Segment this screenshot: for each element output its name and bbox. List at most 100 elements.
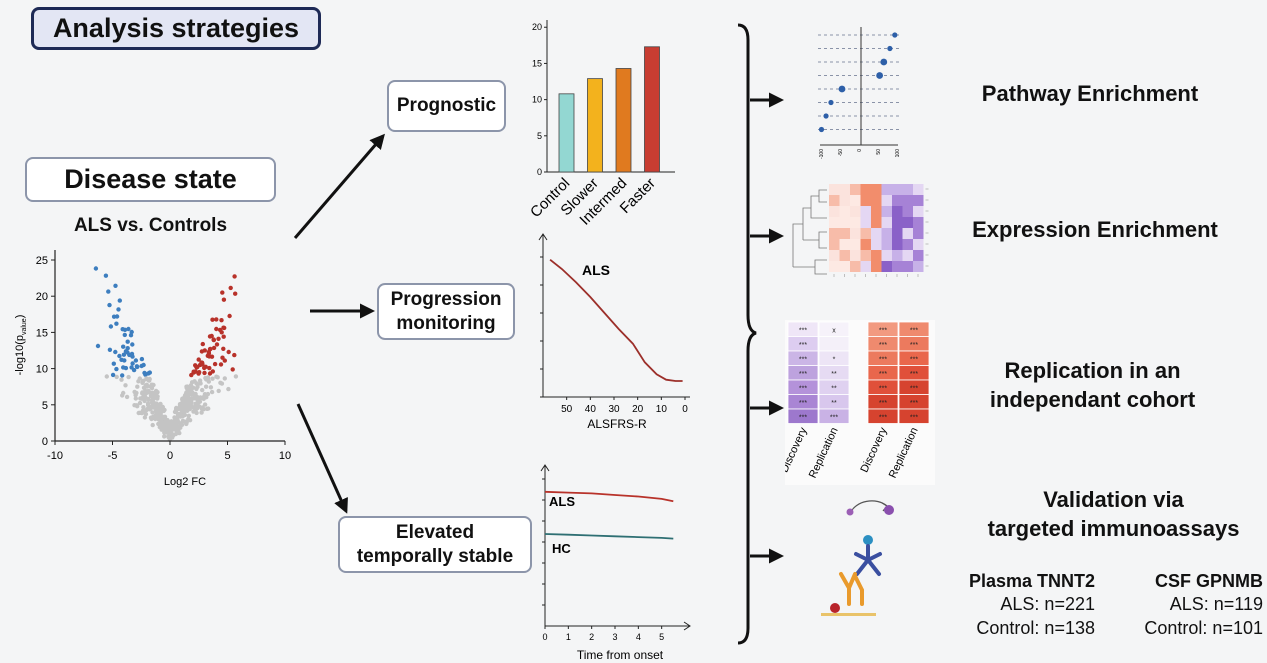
bar-y-tick-1: 5 [537,131,542,141]
prog-x-tick-0: 50 [561,404,573,415]
assay-gpnmb-name: CSF GPNMB [1155,571,1263,591]
replication-title: Replication in an independant cohort [955,357,1230,414]
forest-rows [818,32,900,133]
repl-cell-2-0: *** [799,356,807,363]
replication-table-icon: ***x************************************… [785,320,935,485]
plate-surface [821,613,876,616]
stable-hc-label: HC [552,541,571,556]
volcano-y-label: -log10(pvalue) [14,315,28,376]
repl-cell-2-3: *** [910,356,918,363]
forest-point-6 [823,113,829,119]
forest-point-5 [828,99,834,106]
prog-x-tick-3: 20 [632,404,644,415]
assay-tnnt2-name: Plasma TNNT2 [968,571,1095,591]
stable-x-tick-1: 1 [566,632,571,642]
repl-cell-4-3: *** [910,385,918,392]
stable-series-als [544,490,674,503]
bar-y-tick-4: 20 [532,22,542,32]
repl-cell-3-0: *** [799,371,807,378]
repl-cell-4-2: *** [879,385,887,392]
repl-cell-0-0: *** [799,327,807,334]
expression-title: Expression Enrichment [972,217,1218,242]
stable-als-label: ALS [549,494,575,509]
bar-y-tick-0: 0 [537,167,542,177]
disease-subtitle: ALS vs. Controls [73,215,228,236]
forest-point-0 [892,32,898,38]
label-dot [863,535,873,545]
progression-line-chart: 50 40 30 20 10 0 ALS ALSFRS-R [538,233,690,431]
repl-cell-1-3: *** [910,342,918,349]
stable-series-hc [544,533,674,540]
prognostic-box: Prognostic [387,80,506,132]
repl-cell-3-1: ** [831,371,837,378]
repl-cell-1-2: *** [879,342,887,349]
repl-cell-6-1: *** [830,414,838,421]
prog-x-tick-5: 0 [682,404,688,415]
prog-x-tick-4: 10 [656,404,668,415]
bar-control [558,93,575,173]
replication-title-line2: independant cohort [989,386,1196,412]
elevated-box: Elevated temporally stable [338,516,532,573]
prog-series-als [549,258,683,382]
validation-title-line1: Validation via [1043,487,1184,512]
volcano-y-tick-0: 0 [42,436,48,448]
prog-x-label: ALSFRS-R [587,417,647,431]
pathway-title: Pathway Enrichment [981,81,1199,106]
repl-cell-4-1: ** [831,385,837,392]
bar-y-tick-2: 10 [532,95,542,105]
forest-point-7 [818,126,825,133]
validation-title-line2: targeted immunoassays [987,515,1240,541]
bar-intermed [615,68,632,173]
bar-slower [587,78,603,173]
volcano-y-tick-1: 5 [42,400,48,412]
repl-cell-3-3: *** [910,371,918,378]
stable-x-tick-3: 3 [612,632,617,642]
repl-cell-0-1: x [832,327,836,334]
prog-x-tick-1: 40 [585,404,597,415]
repl-cell-5-1: ** [831,400,837,407]
elevated-line1: Elevated [395,521,475,543]
volcano-x-tick-2: 0 [167,450,173,462]
forest-x-tick-0: -100 [819,149,825,159]
repl-cell-1-0: *** [799,342,807,349]
repl-cell-6-0: *** [799,414,807,421]
volcano-x-tick-0: -10 [47,450,63,462]
assay-tnnt2: Plasma TNNT2 ALS: n=221 Control: n=138 [945,570,1095,640]
stable-x-tick-2: 2 [589,632,594,642]
volcano-x-tick-3: 5 [224,450,230,462]
arrow-to-prognostic [293,133,385,239]
volcano-points [93,266,239,442]
repl-cell-5-0: *** [799,400,807,407]
right-brace [737,23,757,645]
forest-x-tick-1: -50 [838,149,844,156]
prog-series-label: ALS [582,262,610,278]
stable-x-label: Time from onset [577,648,664,662]
header-title: Analysis strategies [31,7,321,50]
repl-cell-0-3: *** [910,327,918,334]
volcano-x-tick-1: -5 [108,450,118,462]
volcano-y-tick-4: 20 [36,291,48,303]
assay-gpnmb-als: ALS: n=119 [1169,594,1263,615]
arrow-to-elevated [296,403,348,514]
repl-cell-3-2: *** [879,371,887,378]
repl-cell-0-2: *** [879,327,887,334]
bars [558,46,660,173]
replication-cells: ***x************************************… [787,321,930,424]
repl-cell-2-1: * [833,356,836,363]
detection-antibody [854,544,882,576]
prog-x-ticks: 50 40 30 20 10 0 [561,397,688,415]
forest-point-1 [887,45,893,52]
forest-point-2 [880,58,888,66]
repl-cell-5-2: *** [879,400,887,407]
prog-x-tick-2: 30 [608,404,620,415]
stable-x-tick-5: 5 [659,632,664,642]
forest-x-tick-3: 50 [876,149,882,155]
repl-cell-2-2: *** [879,356,887,363]
volcano-y-tick-3: 15 [36,327,48,339]
